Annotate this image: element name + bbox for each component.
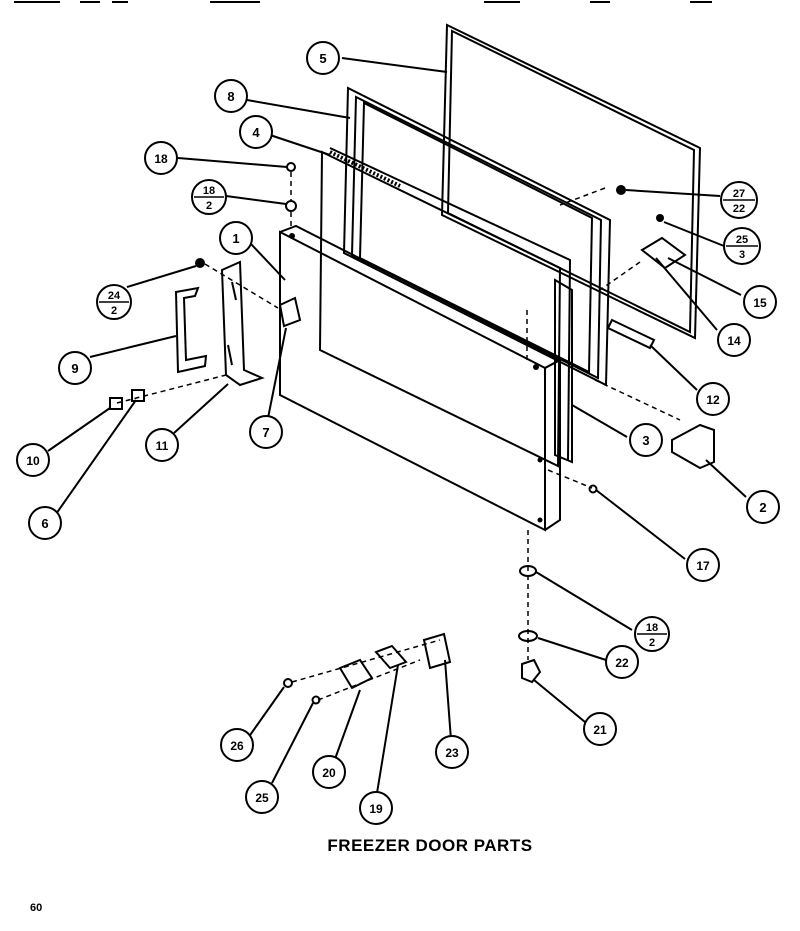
- callout-10: 10: [16, 443, 50, 477]
- clip-part: [109, 397, 123, 410]
- svg-text:17: 17: [696, 559, 710, 573]
- svg-text:18: 18: [203, 185, 215, 197]
- svg-text:3: 3: [642, 433, 649, 448]
- svg-text:25: 25: [736, 234, 748, 246]
- svg-text:26: 26: [230, 739, 244, 753]
- hinge-20-part: [338, 658, 374, 690]
- svg-text:18: 18: [646, 622, 658, 634]
- callout-23: 23: [435, 735, 469, 769]
- svg-text:23: 23: [445, 746, 459, 760]
- page-number: 60: [30, 902, 43, 914]
- svg-text:2: 2: [649, 637, 655, 649]
- screw-25-part: [656, 214, 664, 222]
- callout-18-over-2-b: 18 2: [634, 616, 670, 652]
- callout-6: 6: [28, 506, 62, 540]
- svg-text:2: 2: [206, 200, 212, 212]
- callout-3: 3: [629, 423, 663, 457]
- plug-part: [588, 484, 598, 494]
- hinge-plate-part: [640, 236, 687, 270]
- svg-text:2: 2: [111, 305, 117, 317]
- svg-text:22: 22: [733, 203, 745, 215]
- assembly-lines: [116, 172, 681, 701]
- callout-4: 4: [239, 115, 273, 149]
- svg-text:2: 2: [759, 500, 766, 515]
- svg-text:24: 24: [108, 290, 121, 302]
- callout-17: 17: [686, 548, 720, 582]
- svg-text:6: 6: [41, 516, 48, 531]
- inner-liner-part: [318, 147, 572, 468]
- callout-20: 20: [312, 755, 346, 789]
- callout-12: 12: [696, 382, 730, 416]
- svg-text:11: 11: [156, 439, 169, 453]
- callout-25-over-3: 25 3: [723, 227, 761, 265]
- svg-text:19: 19: [369, 802, 383, 816]
- callout-26: 26: [220, 728, 254, 762]
- diagram-title: FREEZER DOOR PARTS: [327, 836, 533, 855]
- svg-text:14: 14: [727, 334, 741, 348]
- callout-11: 11: [145, 428, 179, 462]
- screw-26-part: [283, 678, 293, 688]
- svg-text:21: 21: [593, 723, 607, 737]
- hinge-part: [278, 296, 302, 328]
- rail-part: [606, 318, 656, 350]
- svg-text:25: 25: [255, 791, 269, 805]
- svg-text:4: 4: [252, 125, 260, 140]
- callout-8: 8: [214, 79, 248, 113]
- callout-21: 21: [583, 712, 617, 746]
- outer-door-panel-part: [279, 224, 563, 532]
- svg-text:22: 22: [615, 656, 629, 670]
- callout-24-over-2: 24 2: [96, 284, 132, 320]
- svg-text:5: 5: [319, 51, 326, 66]
- callout-18: 18: [144, 141, 178, 175]
- svg-text:12: 12: [706, 393, 720, 407]
- spacer-part: [131, 389, 145, 402]
- svg-text:7: 7: [262, 425, 269, 440]
- callout-2: 2: [746, 490, 780, 524]
- hinge-19-part: [374, 644, 408, 670]
- svg-text:8: 8: [227, 89, 234, 104]
- svg-text:20: 20: [322, 766, 336, 780]
- screw-27-part: [616, 185, 626, 195]
- svg-text:3: 3: [739, 249, 745, 261]
- side-strip-part: [554, 278, 573, 464]
- handle-bracket-part: [174, 260, 265, 387]
- callout-25: 25: [245, 780, 279, 814]
- callout-27-over-22: 27 22: [720, 181, 758, 219]
- back-panel-part: [440, 23, 702, 340]
- callout-18-over-2-a: 18 2: [191, 179, 227, 215]
- svg-text:15: 15: [753, 296, 767, 310]
- callout-14: 14: [717, 323, 751, 357]
- bottom-bracket-part: [671, 423, 715, 470]
- screw-part: [286, 162, 296, 172]
- leader-lines: [47, 57, 747, 794]
- washer-part: [285, 200, 297, 212]
- svg-text:27: 27: [733, 188, 745, 200]
- svg-text:1: 1: [232, 231, 239, 246]
- callout-22: 22: [605, 645, 639, 679]
- screw-24-part: [195, 258, 205, 268]
- svg-text:18: 18: [154, 152, 168, 166]
- callout-1: 1: [219, 221, 253, 255]
- callout-15: 15: [743, 285, 777, 319]
- svg-text:10: 10: [26, 454, 40, 468]
- hinge-pin-part: [521, 658, 542, 684]
- callout-19: 19: [359, 791, 393, 825]
- callout-9: 9: [58, 351, 92, 385]
- svg-text:9: 9: [71, 361, 78, 376]
- hinge-23-part: [422, 632, 452, 670]
- callout-7: 7: [249, 415, 283, 449]
- header-rule-fragments: [14, 1, 712, 3]
- callout-5a: 5: [306, 41, 340, 75]
